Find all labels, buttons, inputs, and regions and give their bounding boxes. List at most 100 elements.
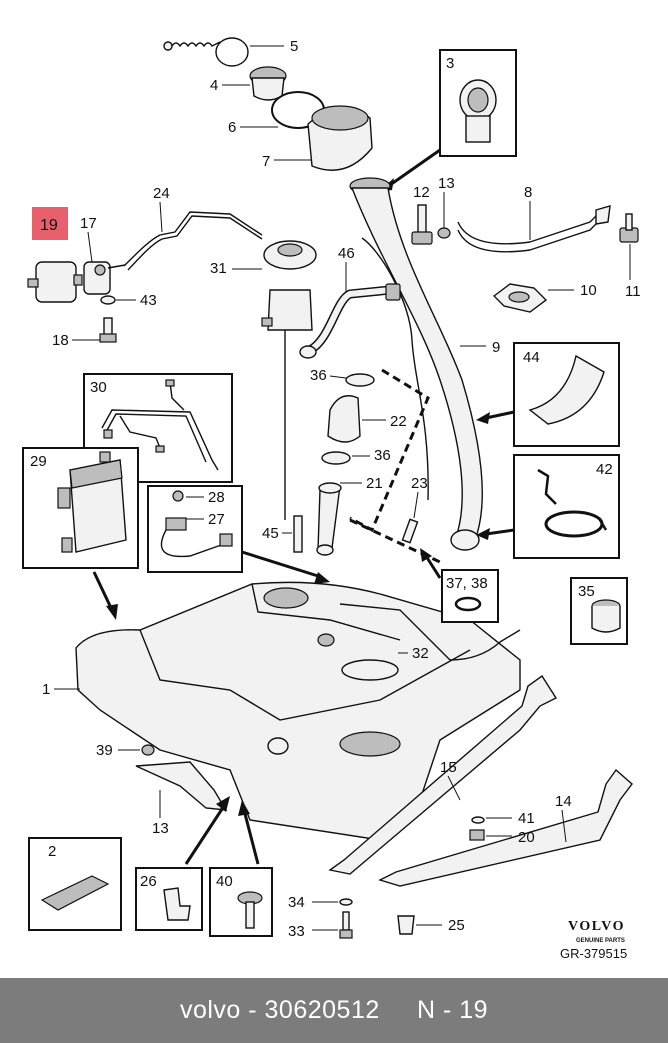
fuel-cap-4	[249, 66, 287, 101]
reference-number: GR-379515	[560, 946, 627, 961]
callout-26: 26	[140, 873, 157, 890]
callout-18: 18	[52, 332, 69, 349]
detail-box-42	[513, 454, 620, 559]
bolt-12-part	[411, 204, 433, 245]
callout-27: 27	[208, 511, 225, 528]
callout-5: 5	[290, 38, 298, 55]
detail-box-37-38	[441, 569, 499, 623]
callout-1: 1	[42, 681, 50, 698]
callout-4: 4	[210, 77, 218, 94]
callout-40: 40	[216, 873, 233, 890]
nut-20	[469, 829, 485, 841]
callout-11: 11	[625, 283, 641, 300]
strap-14	[378, 768, 633, 887]
callout-44: 44	[523, 349, 540, 366]
clip-26	[163, 887, 191, 921]
bolt-18-part	[99, 317, 117, 343]
arrow-40	[242, 809, 260, 865]
grommet-3-part	[459, 79, 497, 143]
sender-45	[293, 515, 303, 553]
callout-23: 23	[411, 475, 428, 492]
hose-46	[299, 283, 401, 359]
detail-box-40	[209, 867, 273, 937]
filter-bracket-part	[83, 261, 126, 295]
callout-30: 30	[90, 379, 107, 396]
bolt-33	[339, 911, 353, 939]
arrow-44	[485, 410, 515, 420]
fuel-tank-1	[75, 581, 521, 841]
arrow-42	[485, 528, 515, 536]
callout-15: 15	[440, 759, 457, 776]
brand-logo: VOLVO	[568, 919, 625, 934]
arrow-26	[184, 805, 226, 865]
callout-39: 39	[96, 742, 113, 759]
callout-10: 10	[580, 282, 597, 299]
callout-35: 35	[578, 583, 595, 600]
callout-25: 25	[448, 917, 465, 934]
brand-tagline: GENUINE PARTS	[576, 938, 625, 944]
bracket-42-part	[537, 468, 608, 538]
part-number-label: volvo - 30620512 N - 19	[179, 996, 489, 1024]
clip-25	[397, 915, 415, 935]
wiring-30-part	[101, 379, 219, 471]
callout-37-38: 37, 38	[446, 575, 488, 592]
callout-29: 29	[30, 453, 47, 470]
callout-7: 7	[262, 153, 270, 170]
callout-17: 17	[80, 215, 97, 232]
arrow-27	[241, 550, 319, 578]
callout-8: 8	[524, 184, 532, 201]
callout-19-highlight[interactable]	[32, 207, 68, 240]
callout-24: 24	[153, 185, 170, 202]
washer-43-part	[100, 295, 116, 305]
callout-46: 46	[338, 245, 355, 262]
callout-19: 19	[40, 217, 58, 234]
pad-2	[40, 875, 110, 911]
callout-22: 22	[390, 413, 407, 430]
cap-strap-5	[163, 37, 249, 67]
breather-hose-8	[437, 205, 611, 253]
callout-12: 12	[413, 184, 430, 201]
fuel-line-24	[123, 211, 263, 267]
clamp-36b	[321, 451, 351, 465]
dashed-frame	[349, 368, 430, 533]
callout-33: 33	[288, 923, 305, 940]
callout-6: 6	[228, 119, 236, 136]
callout-34: 34	[288, 894, 305, 911]
strap-15	[328, 675, 558, 875]
callout-9: 9	[492, 339, 500, 356]
callout-36b: 36	[374, 447, 391, 464]
arrow-3	[389, 148, 441, 187]
callout-3: 3	[446, 55, 454, 72]
callout-43: 43	[140, 292, 157, 309]
footer-bar: volvo - 30620512 N - 19	[0, 978, 668, 1043]
callout-13a: 13	[438, 175, 455, 192]
sensor-27-28-part	[160, 490, 233, 558]
washer-41	[471, 816, 485, 824]
callout-36a: 36	[310, 367, 327, 384]
parts-diagram: 19 17 43 18 24 5 4 6	[22, 37, 641, 961]
callout-45: 45	[262, 525, 279, 542]
heat-shield-44	[528, 354, 605, 425]
detail-box-27-28	[147, 485, 243, 573]
bolt-40	[237, 891, 263, 929]
pin-23	[401, 518, 419, 544]
pipe-21	[317, 485, 341, 551]
bolt-11-part	[619, 213, 639, 243]
callout-13b: 13	[152, 820, 169, 837]
hose-22	[327, 395, 361, 443]
washer-34	[339, 898, 353, 906]
callout-14: 14	[555, 793, 572, 810]
control-module-29	[57, 451, 127, 553]
bushing-35	[591, 599, 621, 633]
arrow-29	[92, 571, 114, 611]
callout-21: 21	[366, 475, 383, 492]
clamp-36a	[345, 373, 375, 387]
callout-32: 32	[412, 645, 429, 662]
callout-41: 41	[518, 810, 535, 827]
callout-42: 42	[596, 461, 613, 478]
callout-28: 28	[208, 489, 225, 506]
filler-neck-9	[349, 177, 483, 551]
callout-31: 31	[210, 260, 227, 277]
callout-2: 2	[48, 843, 56, 860]
filler-cover-7	[307, 105, 373, 171]
